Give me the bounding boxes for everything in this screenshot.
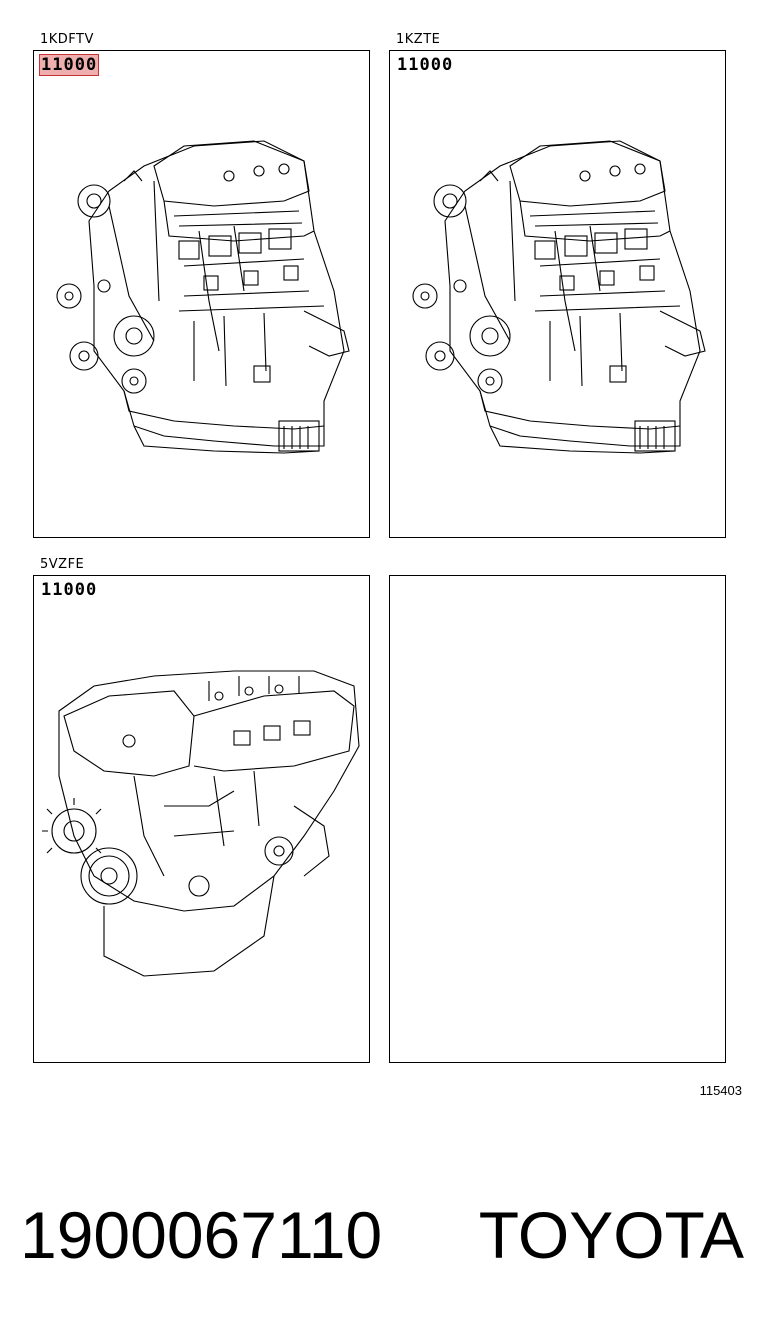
- diagram-panel-1kzte[interactable]: 11000: [389, 50, 726, 538]
- engine-label-5vzfe: 5VZFE: [40, 557, 85, 572]
- diagram-panel-1kdftv[interactable]: 11000: [33, 50, 370, 538]
- inline-engine-illustration: [56, 140, 350, 454]
- part-number-callout[interactable]: 11000: [397, 55, 454, 75]
- footer-caption: 1900067110 TOYOTA: [20, 1190, 744, 1280]
- inline-engine-illustration: [412, 140, 706, 454]
- empty-panel: [389, 575, 726, 1063]
- footer-brand: TOYOTA: [478, 1198, 744, 1272]
- v6-engine-illustration: [42, 670, 360, 977]
- engine-label-1kzte: 1KZTE: [396, 32, 441, 47]
- footer-part-number: 1900067110: [20, 1198, 383, 1272]
- part-number-callout[interactable]: 11000: [38, 54, 100, 76]
- diagram-panel-5vzfe[interactable]: 11000: [33, 575, 370, 1063]
- illustration-reference-code: 115403: [699, 1083, 742, 1098]
- part-number-callout[interactable]: 11000: [41, 580, 98, 600]
- engine-label-1kdftv: 1KDFTV: [40, 32, 94, 47]
